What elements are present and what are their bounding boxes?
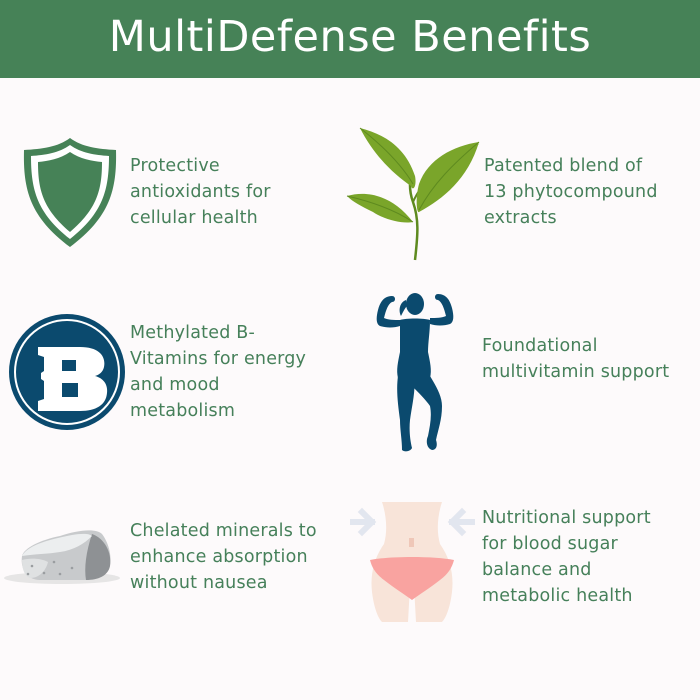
- mineral-rock-icon: [0, 518, 125, 588]
- benefit-text-multivitamin: Foundational multivitamin support: [482, 336, 670, 382]
- b-vitamin-icon: [8, 313, 126, 431]
- flexing-woman-icon: [370, 290, 460, 455]
- page-title: MultiDefense Benefits: [108, 12, 592, 62]
- benefit-text-blood-sugar: Nutritional support for blood sugar bala…: [482, 508, 651, 606]
- benefit-text-antioxidants: Protective antioxidants for cellular hea…: [130, 156, 271, 228]
- leaf-sprig-icon: [343, 124, 483, 262]
- header-banner: MultiDefense Benefits: [0, 0, 700, 78]
- shield-icon: [20, 135, 120, 250]
- benefit-text-phytocompounds: Patented blend of 13 phytocompound extra…: [484, 156, 658, 228]
- benefit-text-b-vitamins: Methylated B- Vitamins for energy and mo…: [130, 323, 307, 421]
- benefit-text-chelated-minerals: Chelated minerals to enhance absorption …: [130, 521, 317, 593]
- waist-slimming-icon: [350, 500, 475, 625]
